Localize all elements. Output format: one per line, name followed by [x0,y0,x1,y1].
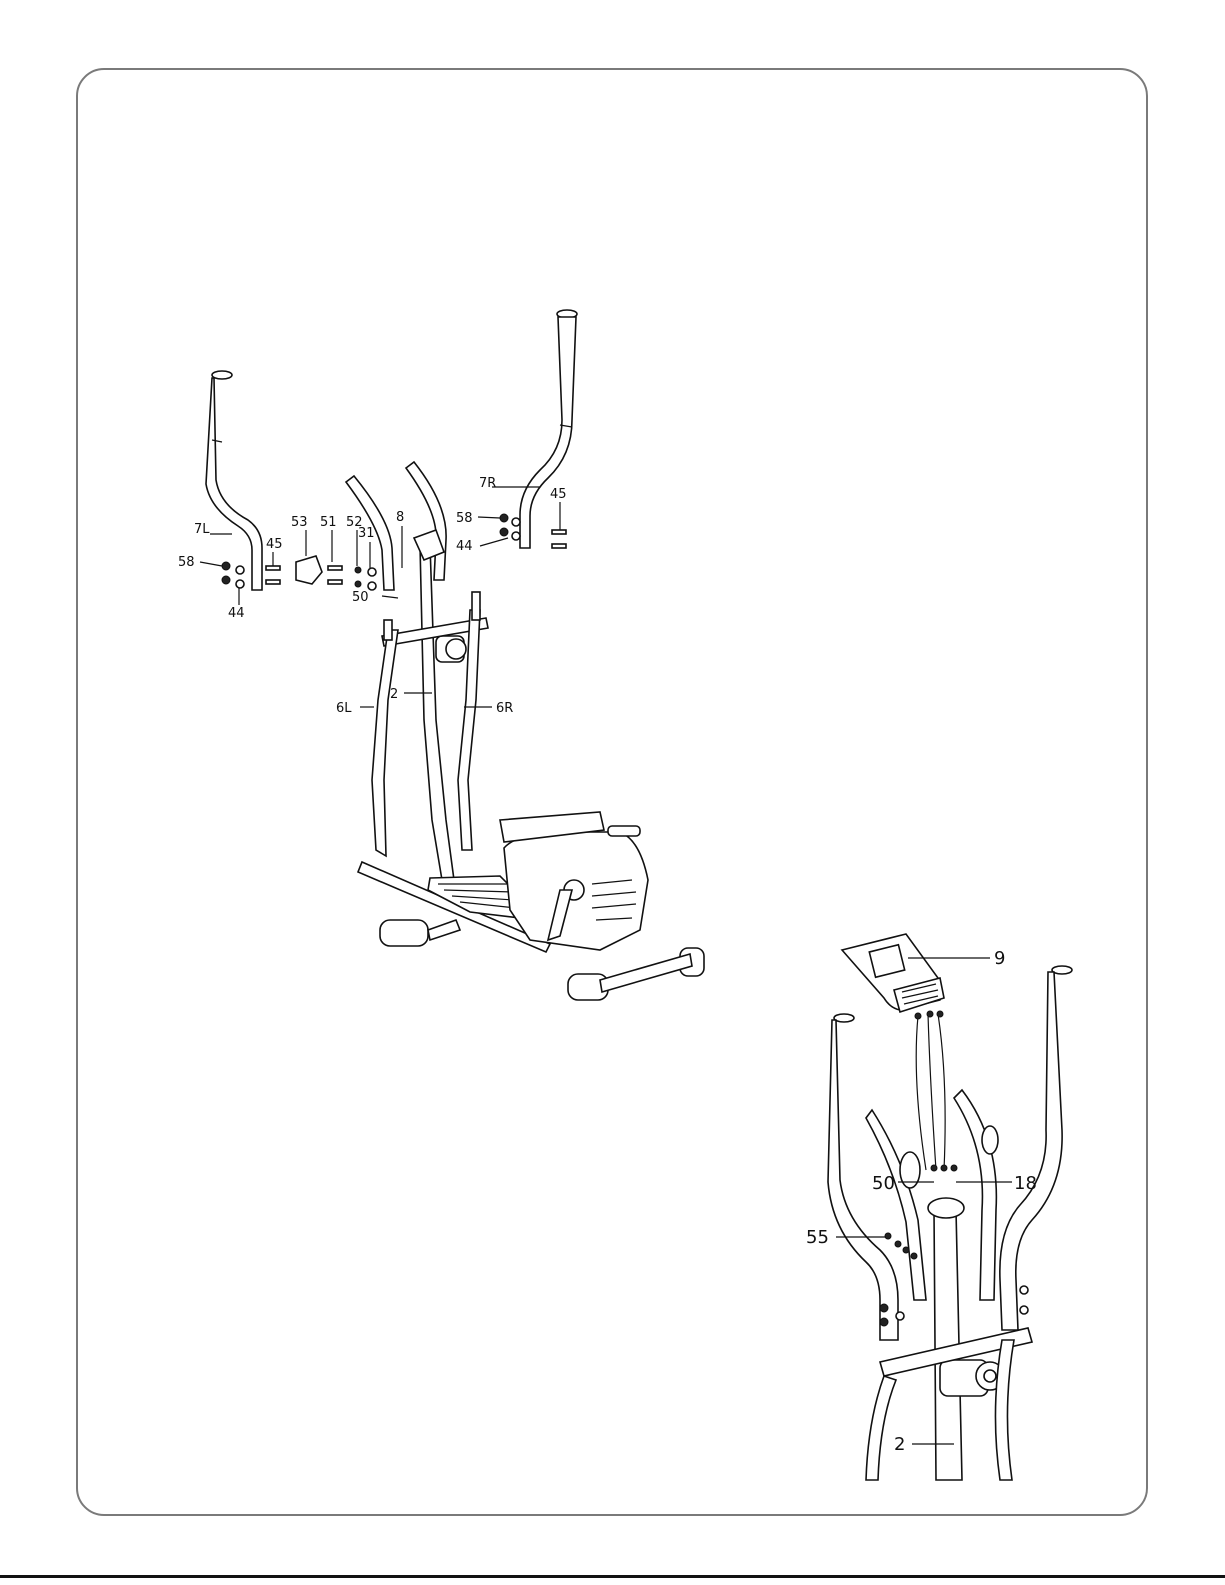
label-7L: 7L [194,522,210,537]
label-6R: 6R [496,701,513,716]
label-2-detail: 2 [894,1434,905,1455]
label-44-right: 44 [456,539,473,554]
main-post [414,530,466,880]
label-58-left: 58 [178,555,195,570]
label-50-detail: 50 [872,1173,895,1194]
left-handlebar [206,371,262,590]
label-51: 51 [320,515,337,530]
label-7R: 7R [479,476,496,491]
console [842,934,990,1170]
label-9: 9 [994,948,1005,969]
label-44-left: 44 [228,606,245,621]
label-18: 18 [1014,1173,1037,1194]
detail-view: 9 50 18 55 2 [806,934,1072,1480]
label-31: 31 [358,526,375,541]
label-2-main: 2 [390,687,398,702]
label-53: 53 [291,515,308,530]
right-handlebar [520,310,577,548]
label-8: 8 [396,510,404,525]
flywheel-housing [500,812,648,950]
label-45-right: 45 [550,487,567,502]
label-6L: 6L [336,701,352,716]
label-50-main: 50 [352,590,369,605]
label-58-right: 58 [456,511,473,526]
main-exploded-view: 7L 7R 45 45 58 58 44 44 53 51 52 31 8 50… [178,310,704,1000]
label-55: 55 [806,1227,829,1248]
label-45-left: 45 [266,537,283,552]
